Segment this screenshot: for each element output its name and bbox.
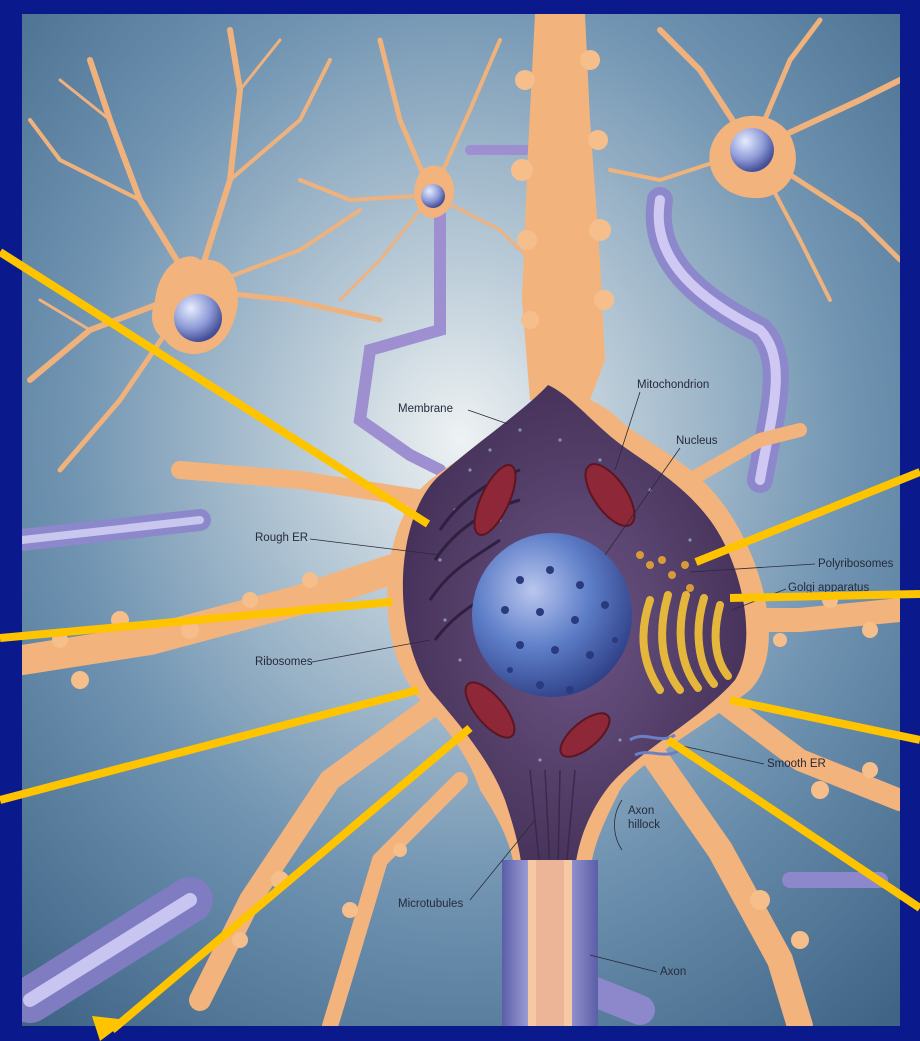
pointer-line-mitochondrion [112, 728, 470, 1030]
pointer-line-golgi-lower [730, 700, 920, 740]
pointer-line-rough-er [0, 602, 392, 638]
pointer-line-polyribosomes [696, 472, 920, 562]
pointer-line-golgi [730, 594, 920, 598]
pointer-line-membrane [0, 252, 428, 524]
pointer-line-smooth-er [668, 740, 920, 908]
pointer-line-ribosomes [0, 690, 418, 800]
arrowhead [92, 1016, 128, 1041]
